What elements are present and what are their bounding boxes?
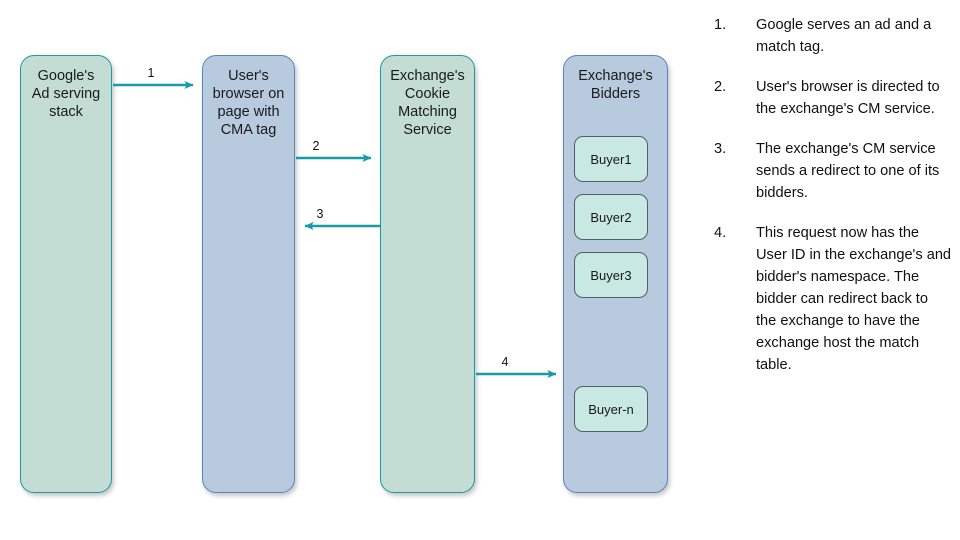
buyer-box[interactable]: Buyer1 (574, 136, 648, 182)
list-item: 3. The exchange's CM service sends a red… (706, 138, 952, 204)
list-item: 1. Google serves an ad and a match tag. (706, 14, 952, 58)
step-number: 4. (714, 225, 727, 241)
step-text: This request now has the User ID in the … (756, 225, 952, 373)
node-label: Exchange's Bidders (578, 68, 653, 102)
list-item: 2. User's browser is directed to the exc… (706, 76, 952, 120)
step-number: 3. (714, 141, 727, 157)
arrow-1-label: 1 (147, 66, 155, 80)
node-label: User's browser on page with CMA tag (212, 68, 285, 138)
node-label: Google's Ad serving stack (31, 68, 101, 120)
node-user-browser[interactable]: User's browser on page with CMA tag (202, 55, 295, 493)
node-label: Exchange's Cookie Matching Service (390, 68, 465, 138)
step-text: The exchange's CM service sends a redire… (756, 141, 940, 201)
node-exchange-cookie-matching-service[interactable]: Exchange's Cookie Matching Service (380, 55, 475, 493)
node-google-ad-serving-stack[interactable]: Google's Ad serving stack (20, 55, 112, 493)
buyer-box[interactable]: Buyer2 (574, 194, 648, 240)
step-text: Google serves an ad and a match tag. (756, 17, 932, 55)
arrow-3-label: 3 (316, 207, 324, 221)
buyer-box[interactable]: Buyer-n (574, 386, 648, 432)
list-item: 4. This request now has the User ID in t… (706, 222, 952, 376)
buyer-box[interactable]: Buyer3 (574, 252, 648, 298)
step-number: 1. (714, 17, 727, 33)
arrow-2-label: 2 (312, 139, 320, 153)
arrow-4-label: 4 (501, 355, 509, 369)
steps-list: 1. Google serves an ad and a match tag. … (706, 14, 952, 394)
step-text: User's browser is directed to the exchan… (756, 79, 940, 117)
step-number: 2. (714, 79, 727, 95)
